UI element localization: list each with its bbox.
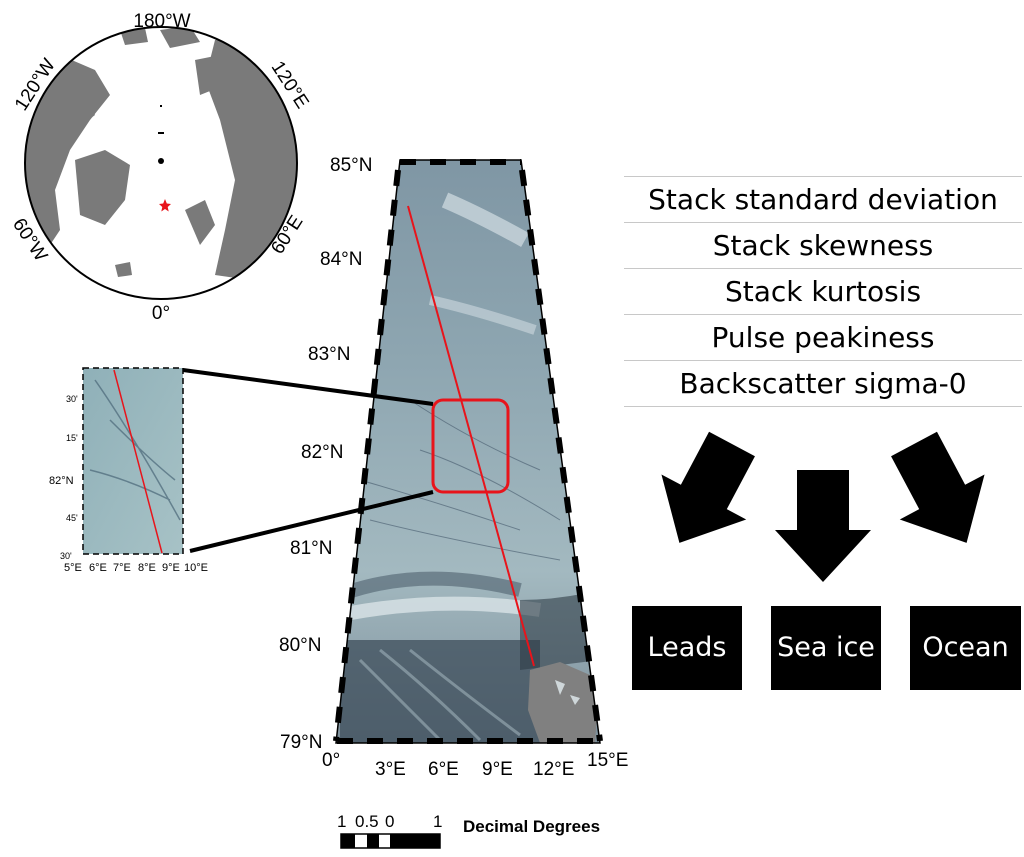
inset-lat-label: 30' [60,551,72,561]
svalbard-land [528,662,598,743]
lon-label-15e: 15°E [587,750,628,771]
polar-label-0: 0° [152,303,170,324]
polar-map-border [24,26,298,300]
arrow-down-icon [775,470,871,582]
lat-label-81n: 81°N [290,538,332,559]
inset-lon-label: 6°E [89,562,107,574]
scale-units-label: Decimal Degrees [463,817,600,836]
lon-label-9e: 9°E [482,759,513,780]
scale-bar: 1 0.5 0 1 Decimal Degrees [337,812,600,849]
arrow-down-left-icon [661,431,755,543]
inset-lat-label: 45' [66,513,78,523]
inset-lon-label: 9°E [162,562,180,574]
scale-tick-label: 0 [385,812,394,831]
main-map-frame-ticks [333,159,603,744]
lat-label-84n: 84°N [320,249,362,270]
lon-label-3e: 3°E [375,759,406,780]
class-box-ocean: Ocean [910,606,1021,690]
class-box-leads: Leads [632,606,742,690]
lon-label-6e: 6°E [428,759,459,780]
class-box-sea-ice: Sea ice [771,606,881,690]
feature-row: Backscatter sigma-0 [624,360,1022,407]
north-pole-dot [158,158,164,164]
inset-lat-label: 82°N [49,475,74,487]
connector-line-bottom [189,490,434,553]
feature-row: Pulse peakiness [624,314,1022,360]
inset-lon-label: 5°E [64,562,82,574]
inset-lon-label: 7°E [113,562,131,574]
inset-lon-label: 8°E [138,562,156,574]
scale-tick-label: 0.5 [355,812,379,831]
feature-row: Stack standard deviation [624,176,1022,222]
connector-line-top [182,368,434,406]
lat-label-79n: 79°N [280,732,322,753]
inset-lon-label: 10°E [184,562,208,574]
scale-tick-label: 1 [337,812,346,831]
main-map-imagery [336,160,600,743]
classification-arrows [661,431,985,582]
study-area-star-icon [159,199,171,212]
scale-tick-label: 1 [433,812,442,831]
inset-map: 30' 15' 82°N 45' 30' 5°E 6°E 7°E 8°E 9°E… [49,367,208,574]
polar-overview-map: 180°W 120°W 120°E 60°W 60°E 0° [8,11,312,324]
feature-row: Stack skewness [624,222,1022,268]
lon-label-12e: 12°E [533,759,574,780]
zoom-highlight-box [431,398,510,494]
satellite-track-line [407,205,535,667]
lat-label-83n: 83°N [308,344,350,365]
lat-label-82n: 82°N [301,442,343,463]
polar-label-180w: 180°W [133,11,190,32]
lon-label-0: 0° [322,750,340,771]
main-map-border [335,159,601,744]
inset-imagery [83,368,183,554]
inset-map-border [82,367,184,555]
feature-row: Stack kurtosis [624,268,1022,314]
inset-lat-label: 15' [66,433,78,443]
inset-track-line [113,369,163,554]
arrow-down-right-icon [891,431,985,543]
inset-lat-label: 30' [66,394,78,404]
main-map: 85°N 84°N 83°N 82°N 81°N 80°N 79°N 0° 3°… [279,155,628,780]
lat-label-80n: 80°N [279,635,321,656]
lat-label-85n: 85°N [330,155,372,176]
